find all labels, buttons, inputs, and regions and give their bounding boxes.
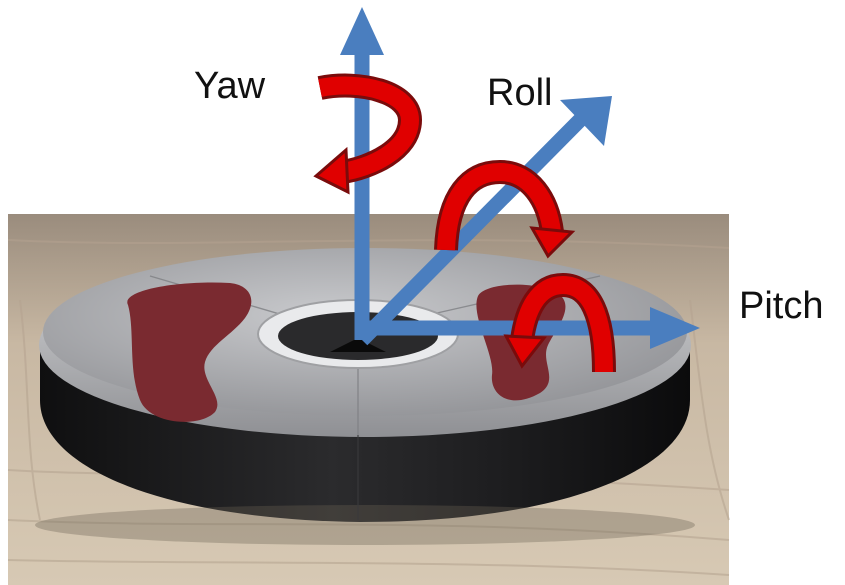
pitch-label: Pitch xyxy=(739,285,823,327)
yaw-rotation-arrow-icon xyxy=(313,73,423,195)
roll-label: Roll xyxy=(487,72,552,114)
center-hub-arrow xyxy=(330,338,386,352)
yaw-label: Yaw xyxy=(194,65,266,107)
left-foot-pad xyxy=(127,282,252,422)
pitch-rotation-arrow-icon xyxy=(503,272,616,373)
platform-shadow xyxy=(35,505,695,545)
roll-axis-arrow-icon xyxy=(356,96,612,346)
roll-rotation-arrow-icon xyxy=(434,159,576,259)
